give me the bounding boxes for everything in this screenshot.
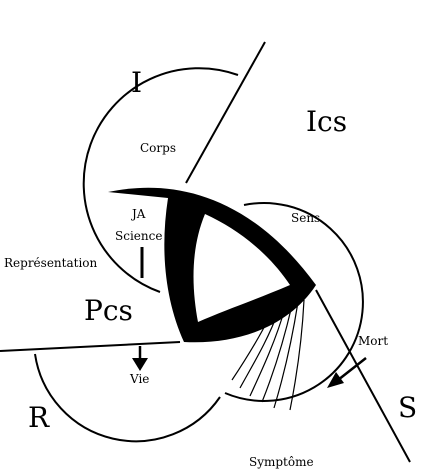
symptom-hatching [231,299,305,411]
label-corps: Corps [140,141,176,155]
ring-imaginary [82,67,239,293]
label-Ics: Ics [306,105,347,138]
central-triad [108,187,316,343]
arrow-mort-icon [327,357,367,388]
label-Pcs: Pcs [84,294,133,327]
label-S: S [398,391,417,424]
ring-real [34,353,221,443]
label-vie: Vie [129,372,149,386]
ring-symbolic [224,202,364,402]
diagonal-line-top [185,41,266,184]
label-sens: Sens [291,211,320,225]
label-mort: Mort [358,334,388,348]
label-ja: JA [130,207,146,221]
label-science: Science [115,229,162,243]
arrow-down-vie-icon [132,346,148,371]
label-representation: Représentation [4,256,98,270]
label-symptome: Symptôme [249,455,314,469]
label-R: R [28,401,50,434]
label-I: I [131,66,142,99]
diagonal-line-bottom [315,289,411,463]
horizontal-line-left [0,341,181,352]
